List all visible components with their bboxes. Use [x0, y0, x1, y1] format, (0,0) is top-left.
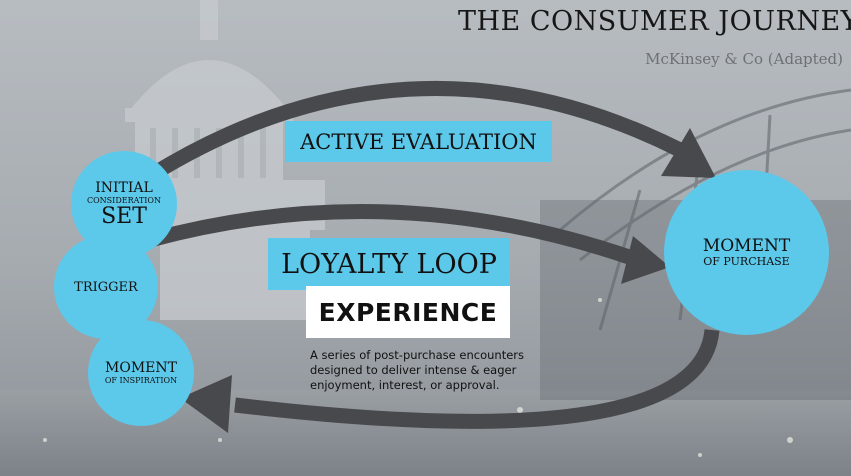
stage-purchase-line1: MOMENT [702, 236, 791, 256]
arrow-return-icon [234, 328, 720, 429]
arrow-return-head-icon [180, 375, 232, 433]
arrow-active-evaluation-icon [146, 81, 684, 183]
arrow-loyalty-trigger-head-icon [621, 236, 670, 284]
arrow-active-evaluation-head-icon [661, 128, 716, 178]
stage-purchase-line2: OF PURCHASE [703, 255, 790, 268]
stage-moment-of-purchase: MOMENT OF PURCHASE [664, 170, 829, 335]
stage-initial-line2: CONSIDERATION [87, 195, 161, 205]
stage-inspiration-line1: MOMENT [105, 359, 177, 376]
stage-initial-line1: INITIAL [95, 179, 153, 196]
arrow-loyalty-trigger-icon [148, 203, 635, 266]
stage-trigger-label: TRIGGER [74, 279, 138, 295]
stage-inspiration-line2: OF INSPIRATION [104, 375, 178, 385]
experience-description: A series of post-purchase encounters des… [310, 348, 525, 392]
active-evaluation-label: ACTIVE EVALUATION [285, 121, 552, 162]
experience-label: EXPERIENCE [306, 286, 510, 338]
page-title: THE CONSUMER JOURNEY [458, 6, 851, 37]
stage-initial-line3: SET [101, 203, 147, 229]
loyalty-loop-label: LOYALTY LOOP [268, 238, 510, 290]
city-lights [43, 298, 793, 457]
page-subtitle: McKinsey & Co (Adapted) [645, 50, 843, 68]
stage-moment-of-inspiration: MOMENT OF INSPIRATION [88, 320, 194, 426]
